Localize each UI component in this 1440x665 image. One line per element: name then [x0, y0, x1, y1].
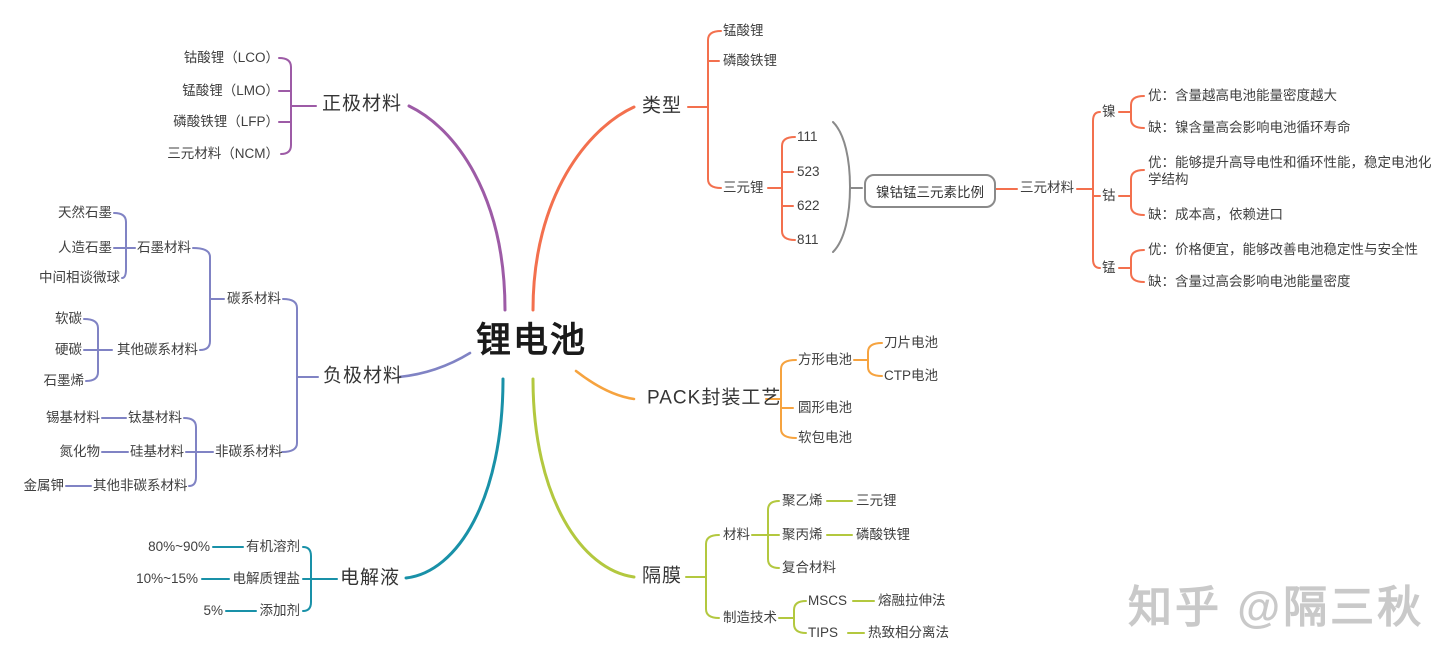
noncarbon-child-other: 其他非碳系材料 [93, 477, 188, 493]
ni-pro: 优：含量越高电池能量密度越大 [1148, 87, 1337, 103]
othercarbon-child-hard: 硬碳 [55, 341, 82, 357]
type-lines [531, 30, 1145, 312]
pack-child-pouch: 软包电池 [798, 429, 852, 445]
pack-node: PACK封装工艺 [647, 387, 782, 409]
cathode-child-lco: 钴酸锂（LCO） [183, 49, 279, 65]
co-bracket [1130, 169, 1145, 216]
material-node: 材料 [723, 526, 750, 542]
tech-child-tips: TIPS [808, 624, 839, 640]
material-child-composite: 复合材料 [782, 559, 836, 575]
graphite-child-mcmb: 中间相谈微球 [39, 269, 120, 285]
othercarbon-child-soft: 软碳 [55, 310, 82, 326]
pack-children-spine [780, 359, 797, 439]
cathode-children-spine [278, 57, 292, 155]
watermark: 知乎 @隔三秋 [1128, 583, 1425, 632]
ratio-group-brace [832, 121, 852, 253]
ni-bracket [1130, 95, 1145, 129]
graphite-node: 石墨材料 [137, 239, 191, 255]
separator-branch-curve [531, 377, 636, 579]
carbon-children-spine [192, 247, 211, 351]
electrolyte-branch-curve [404, 377, 505, 580]
mn-pro: 优：价格便宜，能够改善电池稳定性与安全性 [1148, 241, 1418, 257]
mn-con: 缺：含量过高会影响电池能量密度 [1148, 273, 1351, 289]
electrolyte-child-additive: 添加剂 [259, 602, 301, 618]
electrolyte-value-salt: 10%~15% [136, 570, 198, 586]
cathode-branch-curve [407, 104, 507, 312]
separator-children-spine [705, 534, 720, 619]
pack-branch-curve [574, 369, 636, 401]
electrolyte-lines [201, 377, 505, 612]
cathode-child-ncm: 三元材料（NCM） [167, 145, 279, 161]
element-ni: 镍 [1102, 103, 1116, 119]
electrolyte-child-salt: 电解质锂盐 [232, 570, 301, 586]
carbon-node: 碳系材料 [227, 290, 281, 306]
noncarbon-child-ti: 钛基材料 [128, 409, 182, 425]
electrolyte-node: 电解液 [340, 567, 401, 589]
separator-lines [531, 377, 875, 634]
cathode-node: 正极材料 [322, 93, 403, 115]
element-co: 钴 [1102, 187, 1116, 203]
noncarbon-leaf-tin: 锡基材料 [46, 409, 100, 425]
cathode-child-lfp: 磷酸铁锂（LFP） [173, 113, 279, 129]
anode-node: 负极材料 [323, 365, 404, 387]
square-children-spine [867, 342, 883, 377]
graphite-children-spine [113, 212, 127, 279]
electrolyte-value-solvent: 80%~90% [148, 538, 210, 554]
co-pro: 优：能够提升高导电性和循环性能，稳定电池化学结构 [1148, 155, 1432, 187]
type-branch-curve [531, 105, 636, 312]
gray-lines [832, 121, 863, 253]
noncarbon-leaf-nitride: 氮化物 [59, 443, 101, 459]
electrolyte-value-additive: 5% [203, 602, 223, 618]
tech-child-mscs: MSCS [808, 592, 848, 608]
graphite-child-artificial: 人造石墨 [58, 239, 112, 255]
anode-children-spine [281, 298, 298, 453]
pack-lines [574, 342, 883, 439]
element-mn: 锰 [1102, 259, 1116, 275]
ratio-box: 镍钴锰三元素比例 [864, 174, 996, 208]
ratio-111: 111 [797, 128, 818, 144]
square-sub-ctp: CTP电池 [884, 367, 938, 383]
othercarbon-node: 其他碳系材料 [117, 341, 198, 357]
material-leaf-lfp: 磷酸铁锂 [856, 526, 910, 542]
pack-child-square: 方形电池 [798, 351, 852, 367]
type-node: 类型 [642, 95, 683, 117]
noncarbon-node: 非碳系材料 [215, 443, 283, 459]
ternary-node: 三元材料 [1020, 179, 1074, 195]
type-child-ternary: 三元锂 [723, 179, 764, 195]
ratio-523: 523 [797, 163, 820, 179]
anode-lines [65, 212, 472, 487]
tech-leaf-tips-method: 热致相分离法 [868, 624, 949, 640]
root-node: 锂电池 [476, 321, 588, 360]
ratio-622: 622 [797, 197, 820, 213]
graphite-child-natural: 天然石墨 [58, 204, 112, 220]
pack-child-round: 圆形电池 [798, 399, 852, 415]
othercarbon-child-graphene: 石墨烯 [43, 372, 85, 388]
ratio-spine [781, 136, 796, 241]
co-con: 缺：成本高，依赖进口 [1148, 206, 1283, 222]
ratio-box-label: 镍钴锰三元素比例 [876, 185, 984, 200]
anode-branch-curve [397, 351, 472, 379]
ni-con: 缺：镍含量高会影响电池循环寿命 [1148, 119, 1351, 135]
material-child-pe: 聚乙烯 [782, 492, 823, 508]
mn-bracket [1130, 249, 1145, 283]
tech-leaf-melt-stretch: 熔融拉伸法 [878, 592, 946, 608]
tech-node: 制造技术 [723, 609, 777, 625]
ratio-811: 811 [797, 231, 819, 247]
type-child-lfp: 磷酸铁锂 [723, 52, 777, 68]
material-child-pp: 聚丙烯 [782, 526, 823, 542]
cathode-lines [278, 57, 507, 312]
material-leaf-ternary: 三元锂 [856, 492, 897, 508]
electrolyte-child-solvent: 有机溶剂 [246, 538, 300, 554]
tech-children-spine [793, 600, 807, 634]
separator-node: 隔膜 [642, 565, 683, 587]
type-child-lmo: 锰酸锂 [723, 22, 764, 38]
ternary-elements-spine [1092, 111, 1101, 269]
noncarbon-child-si: 硅基材料 [130, 443, 184, 459]
cathode-child-lmo: 锰酸锂（LMO） [182, 82, 279, 98]
square-sub-blade: 刀片电池 [884, 334, 938, 350]
type-children-spine [707, 30, 722, 189]
noncarbon-leaf-potassium: 金属钾 [23, 477, 65, 493]
